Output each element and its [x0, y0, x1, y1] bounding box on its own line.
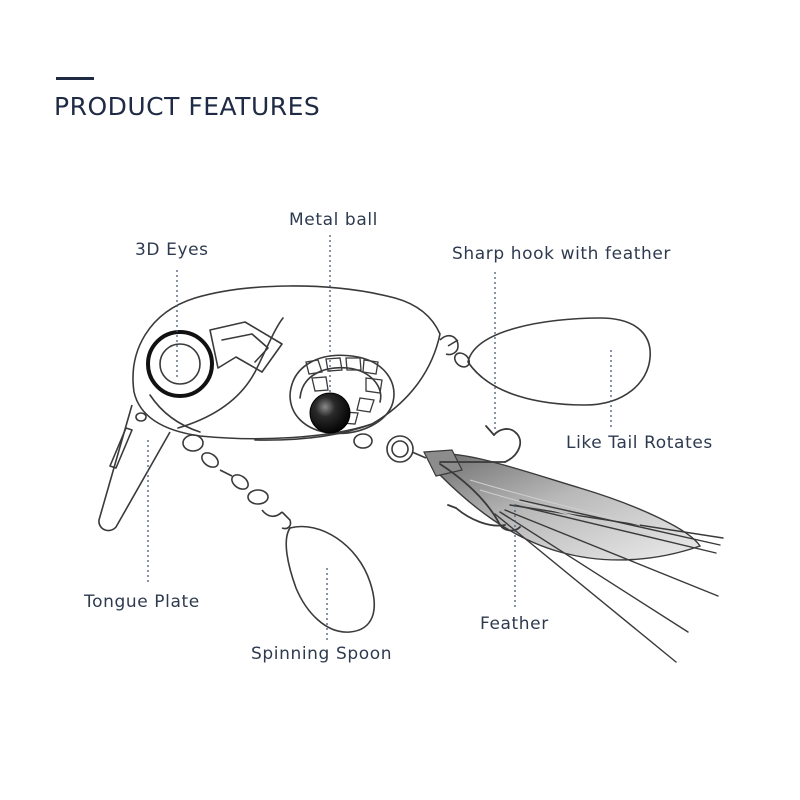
spinning-spoon — [285, 525, 375, 633]
body-scale-pattern — [305, 357, 383, 425]
label-tail-rotates: Like Tail Rotates — [566, 433, 713, 453]
label-metal-ball: Metal ball — [289, 210, 378, 230]
tongue-plate — [98, 404, 171, 532]
heading-accent-bar — [56, 77, 94, 80]
label-tongue-plate: Tongue Plate — [84, 592, 200, 612]
label-sharp-hook: Sharp hook with feather — [452, 244, 672, 264]
metal-ball — [309, 392, 351, 434]
label-3d-eyes: 3D Eyes — [135, 240, 209, 260]
page-title: PRODUCT FEATURES — [54, 92, 321, 121]
label-spinning-spoon: Spinning Spoon — [251, 644, 393, 664]
rear-split-ring — [353, 433, 427, 463]
label-feather: Feather — [480, 614, 549, 634]
3d-eye — [146, 330, 214, 398]
treble-hook — [439, 425, 522, 532]
lure-body — [132, 285, 441, 441]
feather — [423, 449, 724, 663]
tail-rotator — [439, 317, 651, 406]
leader-lines — [147, 235, 612, 640]
spinning-spoon-chain — [182, 434, 292, 530]
